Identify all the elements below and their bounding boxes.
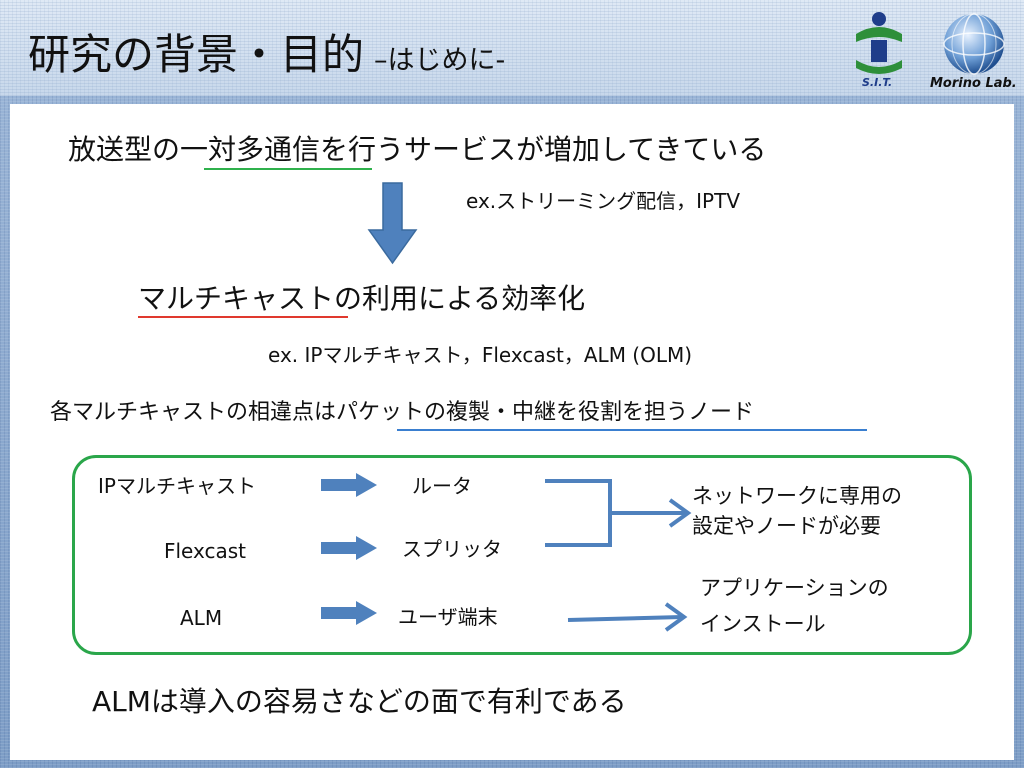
multicast-examples: ex. IPマルチキャスト，Flexcast，ALM (OLM) xyxy=(268,343,693,367)
underline-multicast xyxy=(138,316,348,318)
morino-lab-logo: Morino Lab. xyxy=(928,8,1020,94)
underline-one-to-many xyxy=(204,168,372,170)
efficiency-statement: マルチキャストの利用による効率化 xyxy=(138,282,586,315)
alm-result-arrow xyxy=(567,602,688,632)
row-arrow-flexcast xyxy=(321,536,377,560)
title-bar: 研究の背景・目的–はじめに- S.I.T. Morino Lab. xyxy=(0,0,1024,96)
result-app-line2: インストール xyxy=(700,612,826,636)
row-arrow-ip-multicast xyxy=(321,473,377,497)
background-statement: 放送型の一対多通信を行うサービスが増加してきている xyxy=(68,133,767,166)
slide-title-text: 研究の背景・目的 xyxy=(28,30,365,79)
row-alm-name: ALM xyxy=(180,606,223,630)
row-arrow-alm xyxy=(321,601,377,625)
morino-lab-label: Morino Lab. xyxy=(930,76,1017,91)
underline-node-role xyxy=(397,429,867,431)
sit-logo-icon xyxy=(856,12,902,74)
row-flexcast-name: Flexcast xyxy=(164,539,247,563)
row-ip-multicast-name: IPマルチキャスト xyxy=(98,474,256,498)
row-alm-node: ユーザ端末 xyxy=(398,605,498,629)
result-app-line1: アプリケーションの xyxy=(700,576,889,600)
slide-subtitle: –はじめに- xyxy=(374,45,506,76)
difference-statement: 各マルチキャストの相違点はパケットの複製・中継を役割を担うノード xyxy=(50,400,755,425)
bracket-merge-arrow xyxy=(545,479,692,547)
comparison-box xyxy=(72,455,972,655)
row-ip-multicast-node: ルータ xyxy=(412,474,472,498)
slide-content xyxy=(10,104,1014,760)
service-examples: ex.ストリーミング配信，IPTV xyxy=(466,189,741,213)
sit-logo: S.I.T. xyxy=(848,10,910,90)
globe-icon xyxy=(943,13,1005,75)
slide-title: 研究の背景・目的–はじめに- xyxy=(28,34,505,76)
result-network-line1: ネットワークに専用の xyxy=(692,484,902,508)
conclusion-statement: ALMは導入の容易さなどの面で有利である xyxy=(92,685,627,718)
row-flexcast-node: スプリッタ xyxy=(402,537,502,561)
result-network-line2: 設定やノードが必要 xyxy=(692,514,881,538)
sit-logo-label: S.I.T. xyxy=(862,76,893,89)
